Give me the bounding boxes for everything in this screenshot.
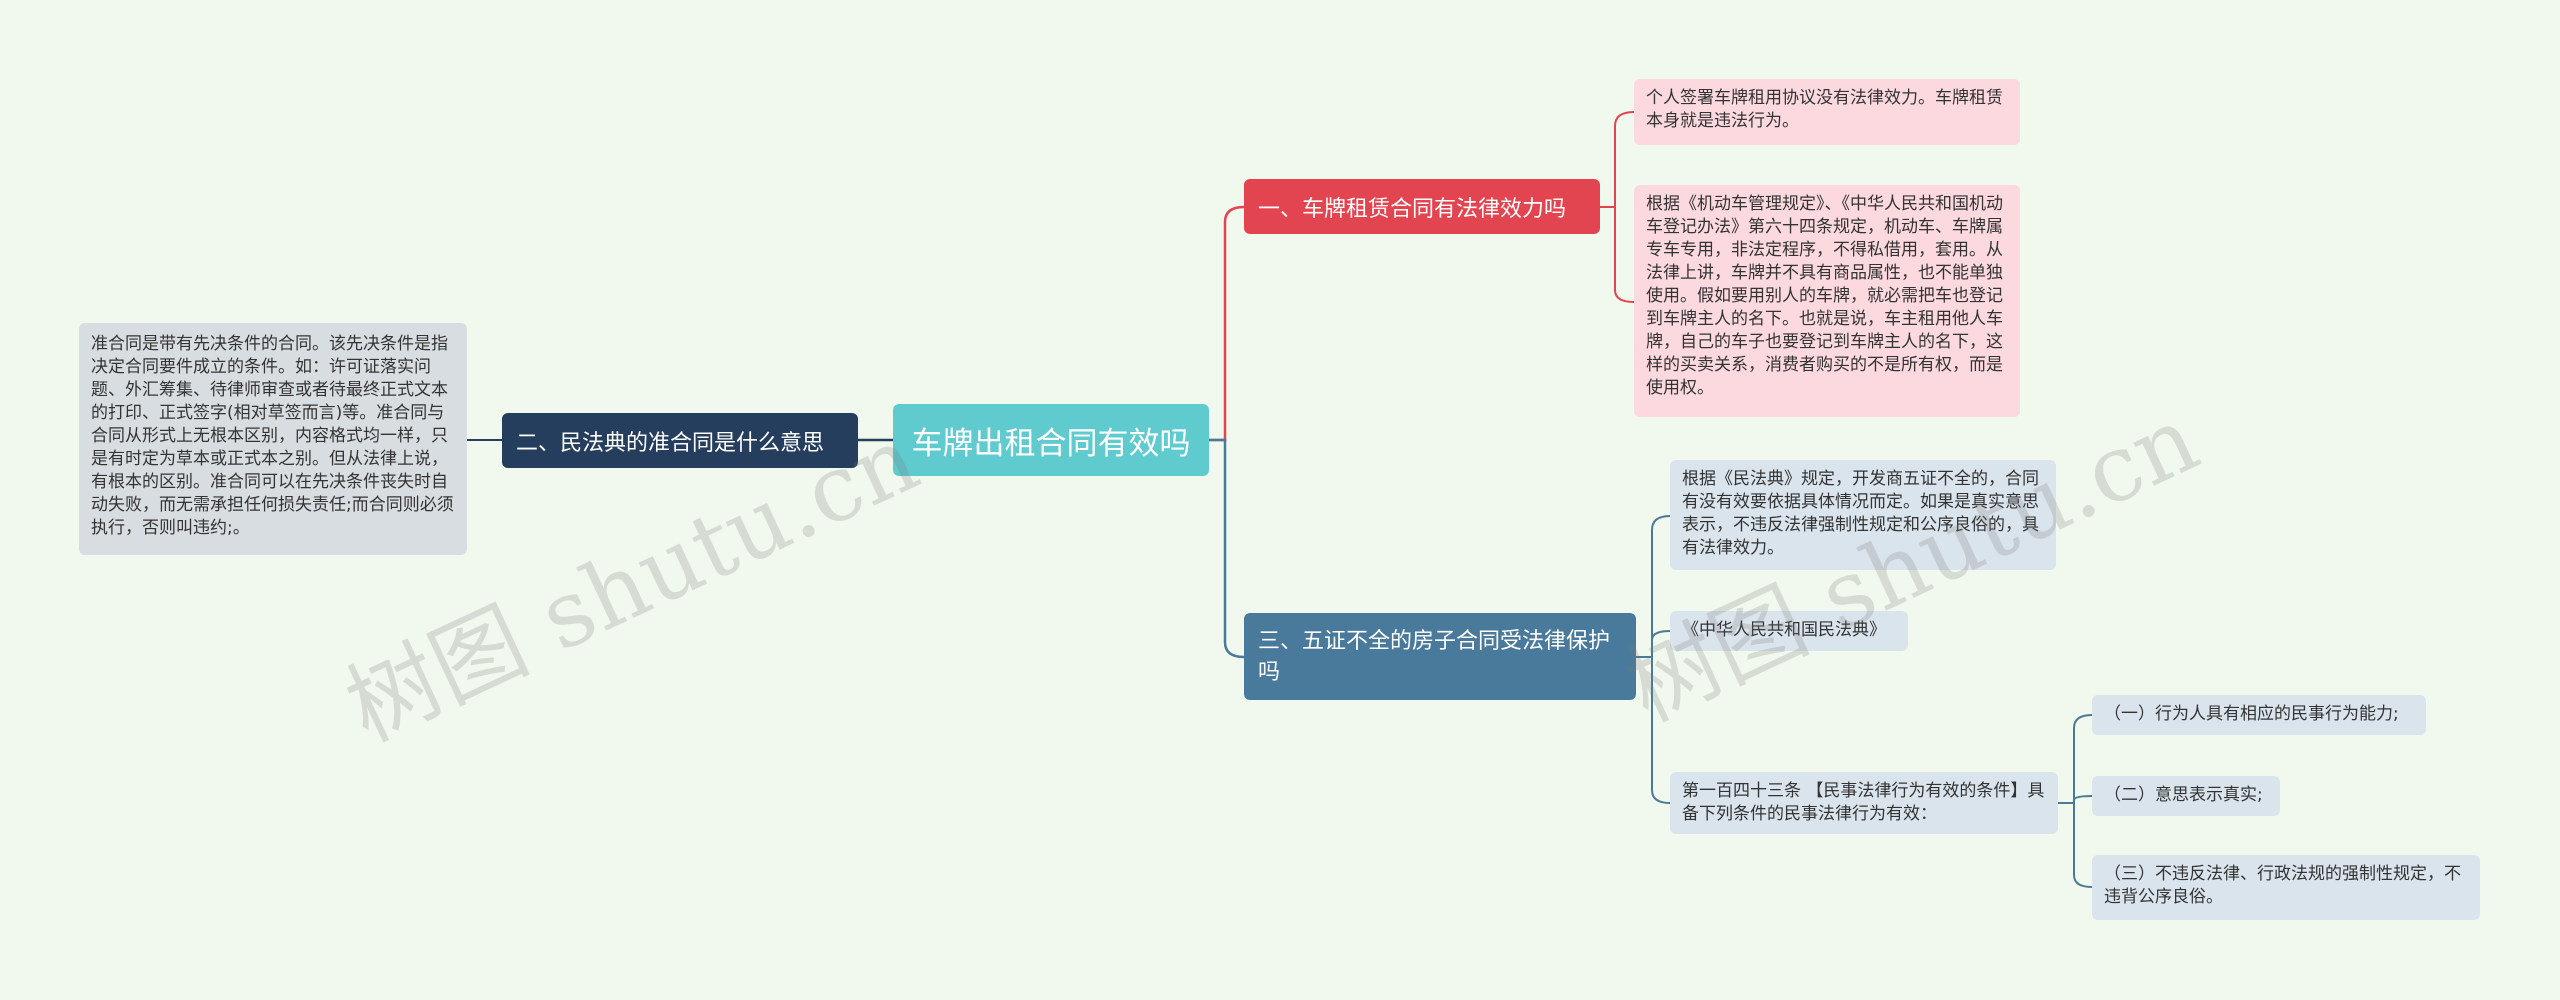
branch-quasi-contract-meaning[interactable]: 二、民法典的准合同是什么意思 (502, 413, 858, 468)
connector-root-branch1 (1209, 205, 1245, 442)
connector-leaf3-sub2 (2058, 795, 2093, 804)
subleaf-true-intent[interactable]: （二）意思表示真实; (2092, 776, 2280, 816)
leaf-civil-code-title[interactable]: 《中华人民共和国民法典》 (1670, 611, 1908, 651)
branch-car-plate-lease-validity[interactable]: 一、车牌租赁合同有法律效力吗 (1244, 179, 1600, 234)
leaf-civil-code-rule[interactable]: 根据《民法典》规定，开发商五证不全的，合同有没有效要依据具体情况而定。如果是真实… (1670, 460, 2056, 570)
leaf-lease-invalid[interactable]: 个人签署车牌租用协议没有法律效力。车牌租赁本身就是违法行为。 (1634, 79, 2020, 145)
connector-branch3-leaf3 (1636, 656, 1671, 804)
connector-root-branch3 (1209, 438, 1245, 659)
connector-branch1-leaf2 (1600, 206, 1635, 303)
connector-leaf3-sub3 (2058, 802, 2093, 888)
root-topic[interactable]: 车牌出租合同有效吗 (893, 404, 1209, 476)
leaf-regulation-basis[interactable]: 根据《机动车管理规定》、《中华人民共和国机动车登记办法》第六十四条规定，机动车、… (1634, 185, 2020, 417)
leaf-quasi-contract-definition[interactable]: 准合同是带有先决条件的合同。该先决条件是指决定合同要件成立的条件。如：许可证落实… (79, 323, 467, 555)
connector-branch3-leaf2 (1636, 630, 1671, 658)
branch-incomplete-certificates-house[interactable]: 三、五证不全的房子合同受法律保护吗 (1244, 613, 1636, 700)
connector-leaf3-sub1 (2058, 714, 2093, 804)
subleaf-no-violation[interactable]: （三）不违反法律、行政法规的强制性规定，不违背公序良俗。 (2092, 855, 2480, 920)
connector-branch3-leaf1 (1636, 515, 1671, 658)
leaf-article-143[interactable]: 第一百四十三条 【民事法律行为有效的条件】具备下列条件的民事法律行为有效： (1670, 772, 2058, 834)
subleaf-capacity[interactable]: （一）行为人具有相应的民事行为能力; (2092, 695, 2426, 735)
connector-branch1-leaf1 (1600, 111, 1635, 208)
